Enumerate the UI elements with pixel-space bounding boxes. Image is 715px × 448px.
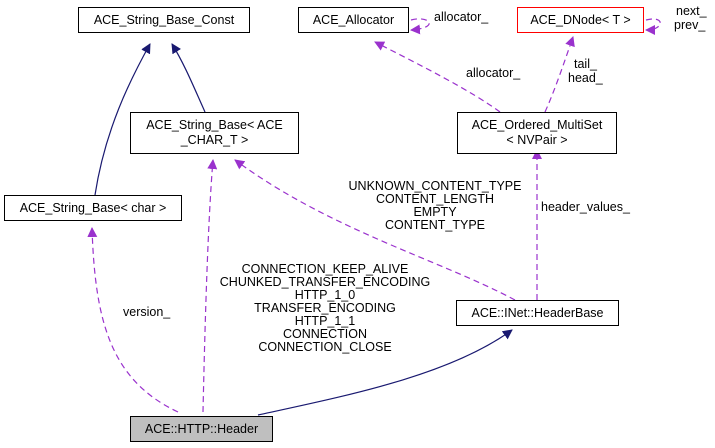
label-line: CHUNKED_TRANSFER_ENCODING <box>219 275 431 289</box>
label-head: head_ <box>568 71 603 85</box>
label-line: CONTENT_TYPE <box>384 218 485 232</box>
edge-allocator-self <box>410 18 430 35</box>
node-ace-string-base-const[interactable]: ACE_String_Base_Const <box>78 7 250 33</box>
label-version: version_ <box>123 305 171 319</box>
node-ace-dnode[interactable]: ACE_DNode< T > <box>517 7 644 33</box>
label-prev: prev_ <box>674 18 706 32</box>
label-line: CONNECTION <box>282 327 368 341</box>
label-allocator-self: allocator_ <box>434 10 489 24</box>
label-tail: tail_ <box>574 57 597 71</box>
edge-multiset-to-dnode <box>544 36 575 113</box>
label-line: HTTP_1_1 <box>294 314 356 328</box>
label-line: HTTP_1_0 <box>294 288 356 302</box>
node-ace-http-header[interactable]: ACE::HTTP::Header <box>130 416 273 442</box>
label-line: EMPTY <box>413 205 457 219</box>
label-header-values: header_values_ <box>541 200 630 214</box>
edge-stringbase-acechar-to-const <box>171 43 206 113</box>
edge-dnode-self <box>645 18 661 35</box>
edge-stringbase-char-to-const <box>94 43 151 196</box>
node-ace-inet-headerbase[interactable]: ACE::INet::HeaderBase <box>456 300 619 326</box>
edge-header-to-stringbase-acechar <box>202 159 218 413</box>
label-line: CONNECTION_KEEP_ALIVE <box>241 262 409 276</box>
label-next: next_ <box>676 4 707 18</box>
label-line: CONNECTION_CLOSE <box>258 340 392 354</box>
edge-header-to-headerbase <box>257 329 513 416</box>
label-headerbase-constants: UNKNOWN_CONTENT_TYPE CONTENT_LENGTH EMPT… <box>340 180 530 232</box>
label-line: UNKNOWN_CONTENT_TYPE <box>348 179 522 193</box>
label-line: TRANSFER_ENCODING <box>254 301 396 315</box>
label-line: CONTENT_LENGTH <box>375 192 495 206</box>
label-multiset-allocator: allocator_ <box>466 66 521 80</box>
label-header-constants: CONNECTION_KEEP_ALIVE CHUNKED_TRANSFER_E… <box>205 263 445 354</box>
node-ace-allocator[interactable]: ACE_Allocator <box>298 7 409 33</box>
edge-header-to-stringbase-char <box>87 227 179 413</box>
node-ace-string-base-ace-char[interactable]: ACE_String_Base< ACE _CHAR_T > <box>130 112 299 154</box>
node-ace-ordered-multiset[interactable]: ACE_Ordered_MultiSet < NVPair > <box>457 112 617 154</box>
edge-multiset-to-allocator <box>374 41 501 113</box>
edge-headerbase-to-stringbase <box>234 159 516 301</box>
node-ace-string-base-char[interactable]: ACE_String_Base< char > <box>4 195 182 221</box>
